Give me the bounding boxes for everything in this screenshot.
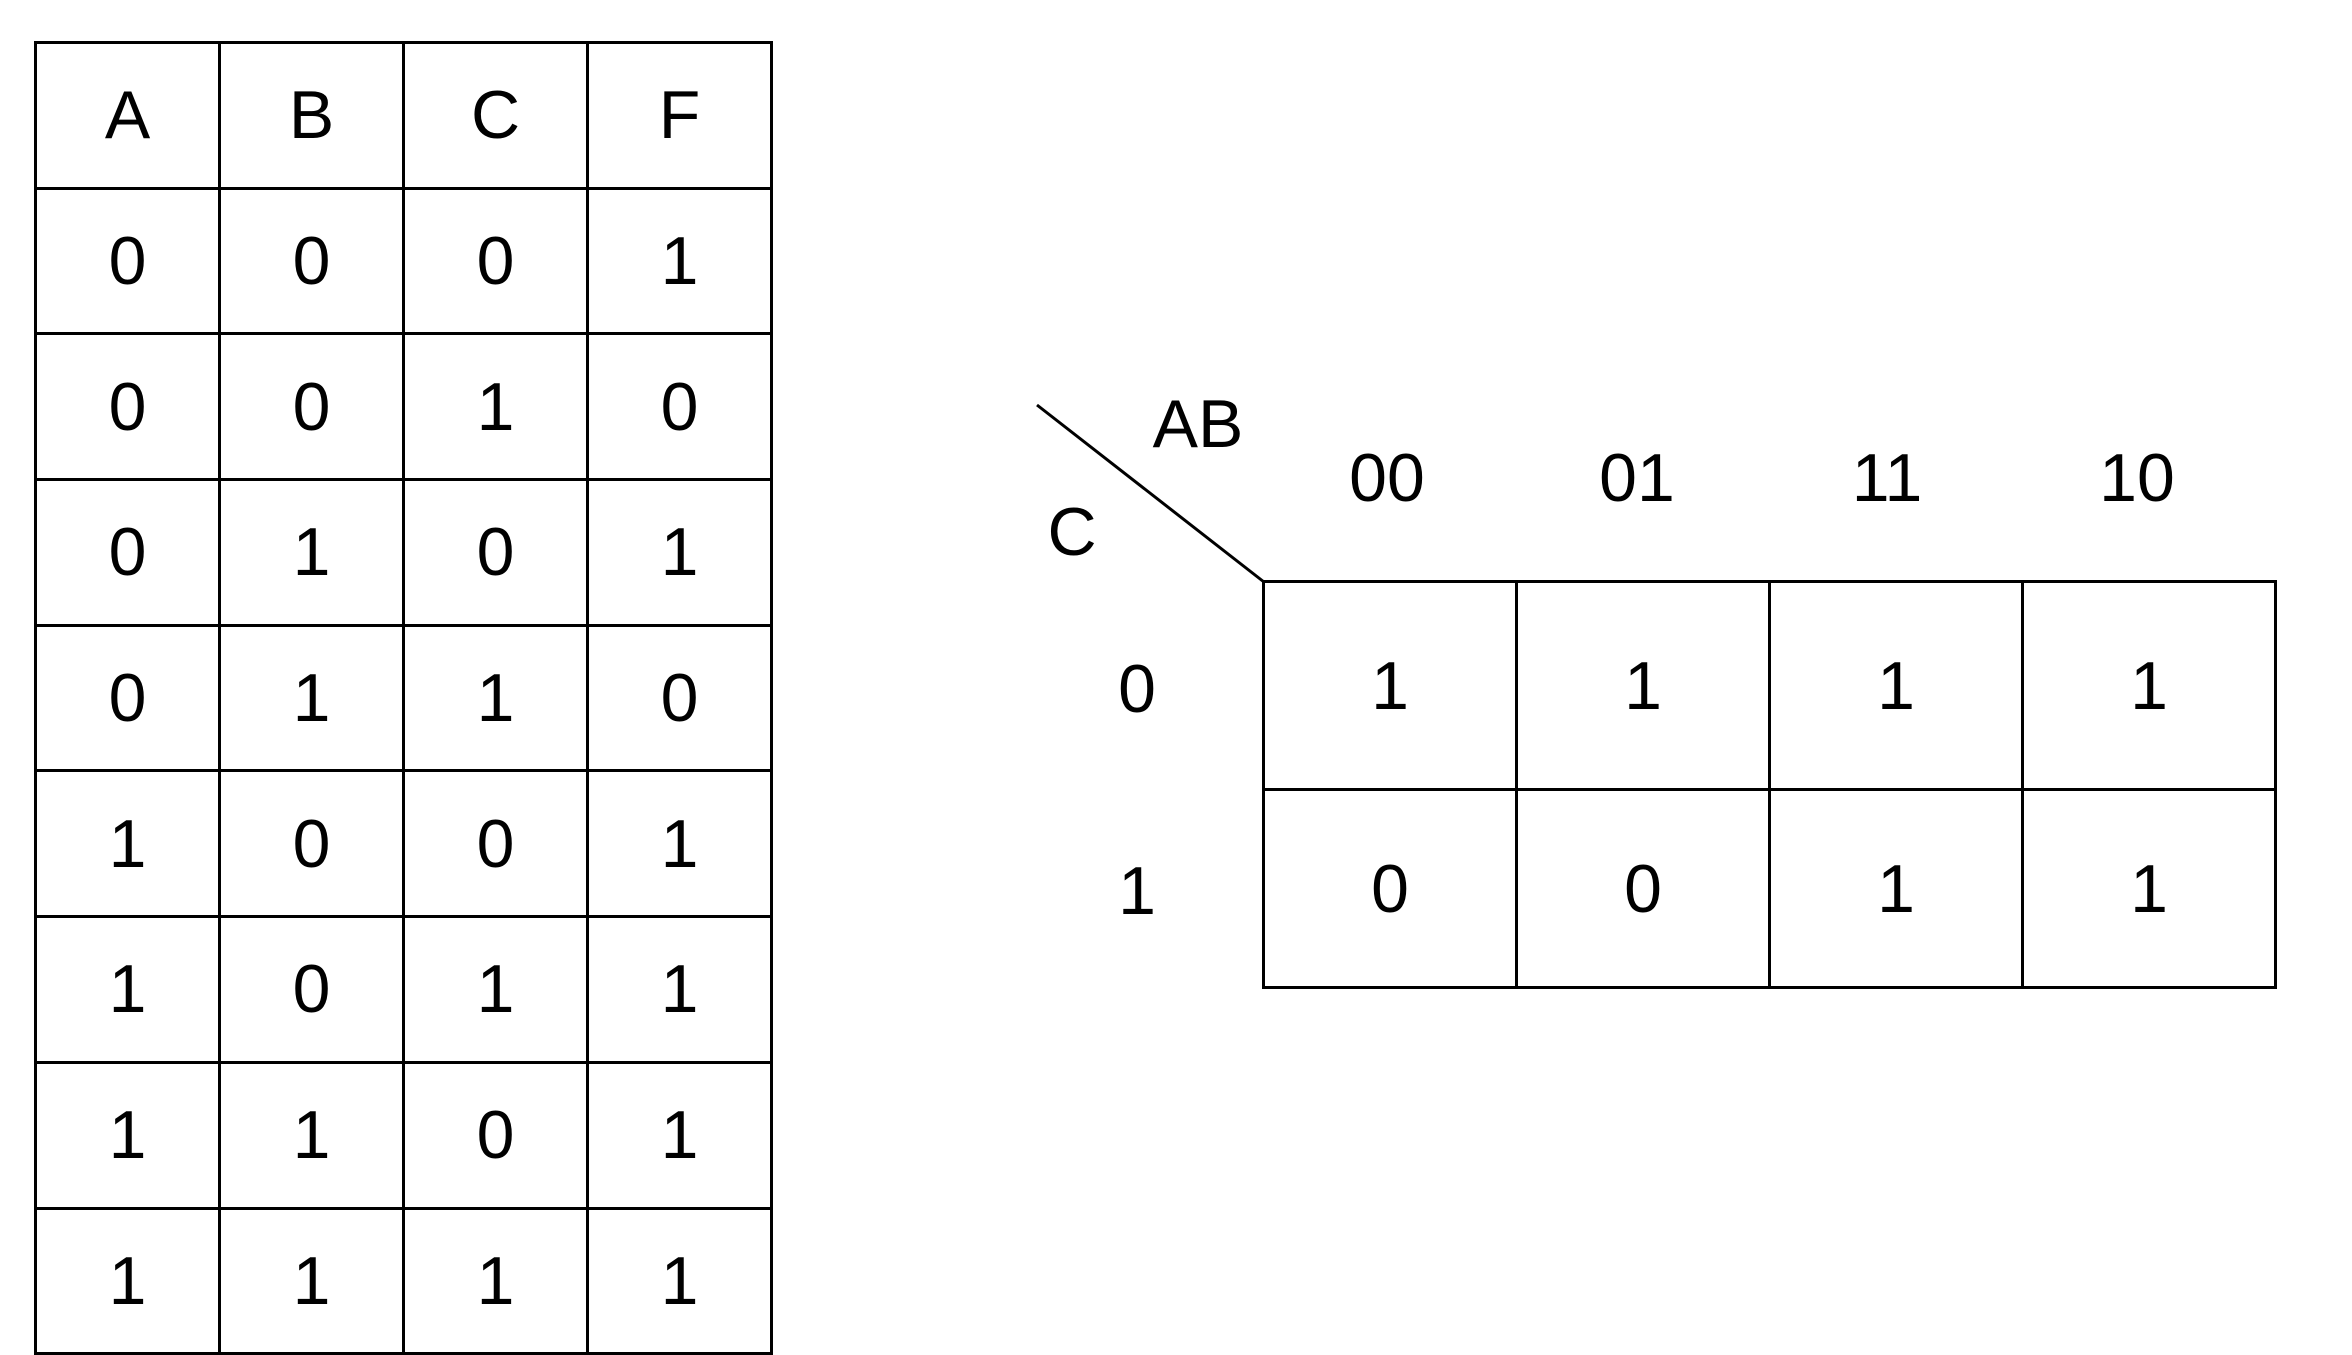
table-cell: 0 [402, 186, 589, 336]
kmap-grid: 1 1 1 1 0 0 1 1 [1262, 580, 2277, 989]
table-row: 0 1 0 1 [34, 478, 773, 627]
table-cell: 0 [34, 186, 221, 336]
kmap-column-header: 00 [1349, 440, 1425, 516]
kmap-row-variable-label: C [1047, 494, 1097, 570]
table-cell: 1 [34, 915, 221, 1064]
table-cell: 0 [218, 915, 405, 1064]
table-cell: 0 [34, 478, 221, 627]
table-cell: 1 [402, 915, 589, 1064]
kmap-row-header: 0 [1118, 651, 1156, 727]
table-cell: 1 [586, 915, 773, 1064]
table-row: 0 0 0 1 [34, 186, 773, 336]
table-cell: 1 [586, 186, 773, 336]
kmap-column-header: 01 [1599, 440, 1675, 516]
table-row: 0 0 1 0 [34, 332, 773, 482]
table-cell: 1 [218, 1206, 405, 1355]
header-a: A [34, 41, 221, 190]
table-row: 1 0 0 1 [34, 769, 773, 919]
table-cell: 1 [34, 769, 221, 919]
table-cell: 0 [402, 1060, 589, 1210]
table-cell: 0 [218, 186, 405, 336]
table-row: 1 0 1 1 [34, 915, 773, 1064]
table-cell: 0 [218, 769, 405, 919]
table-cell: 1 [586, 1060, 773, 1210]
kmap-cell: 1 [2021, 788, 2277, 989]
kmap-cell: 0 [1262, 788, 1518, 989]
table-cell: 0 [218, 332, 405, 482]
table-cell: 1 [218, 478, 405, 627]
table-row: 0 1 1 0 [34, 623, 773, 773]
table-cell: 0 [402, 769, 589, 919]
header-f: F [586, 41, 773, 190]
kmap-column-variable-label: AB [1152, 386, 1244, 462]
kmap-cell: 1 [1768, 788, 2024, 989]
table-cell: 1 [402, 1206, 589, 1355]
kmap-cell: 1 [1768, 580, 2024, 791]
header-c: C [402, 41, 589, 190]
table-cell: 0 [34, 623, 221, 773]
kmap-cell: 1 [1515, 580, 1771, 791]
table-cell: 1 [218, 623, 405, 773]
table-cell: 1 [586, 769, 773, 919]
truth-table: A B C F 0 0 0 1 0 0 1 0 0 1 0 1 0 1 1 0 [34, 41, 773, 1355]
kmap-column-header: 10 [2099, 440, 2175, 516]
table-row: 1 1 0 1 [34, 1060, 773, 1210]
table-cell: 1 [218, 1060, 405, 1210]
table-cell: 1 [586, 1206, 773, 1355]
table-cell: 1 [402, 332, 589, 482]
kmap-row-header: 1 [1118, 853, 1156, 929]
kmap-cell: 1 [1262, 580, 1518, 791]
kmap-row: 0 0 1 1 [1262, 788, 2277, 989]
header-b: B [218, 41, 405, 190]
table-cell: 1 [34, 1206, 221, 1355]
table-cell: 1 [402, 623, 589, 773]
kmap-cell: 0 [1515, 788, 1771, 989]
table-cell: 1 [34, 1060, 221, 1210]
truth-table-header-row: A B C F [34, 41, 773, 190]
kmap-cell: 1 [2021, 580, 2277, 791]
table-cell: 0 [34, 332, 221, 482]
table-row: 1 1 1 1 [34, 1206, 773, 1355]
table-cell: 0 [586, 623, 773, 773]
table-cell: 1 [586, 478, 773, 627]
table-cell: 0 [402, 478, 589, 627]
kmap-row: 1 1 1 1 [1262, 580, 2277, 791]
kmap-column-header: 11 [1851, 440, 1923, 516]
table-cell: 0 [586, 332, 773, 482]
